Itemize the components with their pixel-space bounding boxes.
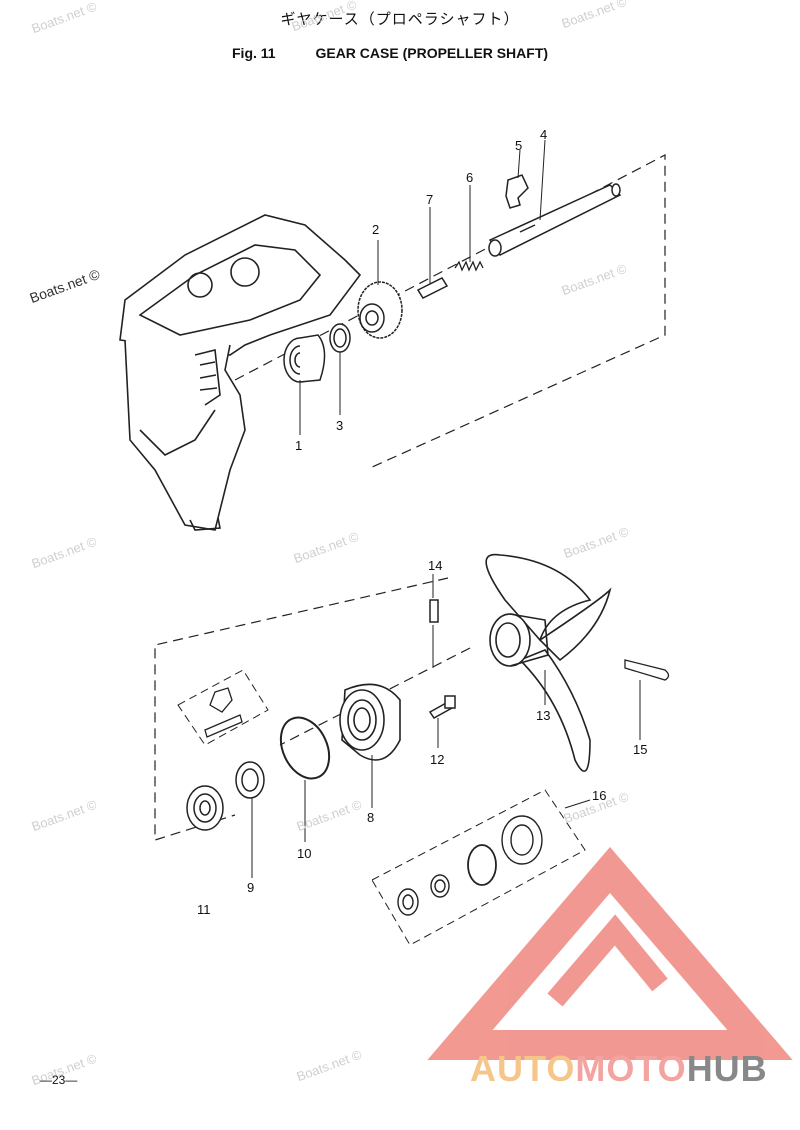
callout-5: 5 (515, 138, 523, 153)
figure-label: Fig. 11 (232, 45, 276, 61)
callout-11: 11 (197, 902, 211, 917)
part-16-frame (371, 789, 586, 946)
callout-2: 2 (372, 222, 380, 237)
part-8-bearing-housing (339, 683, 401, 761)
callout-3: 3 (336, 418, 344, 433)
leader-lines (251, 139, 641, 878)
part-11-clip-kit (204, 687, 243, 738)
gear-case-housing (119, 214, 362, 531)
part-14-pin (429, 599, 439, 623)
callout-9: 9 (247, 880, 255, 895)
callout-4: 4 (540, 127, 548, 142)
callout-8: 8 (367, 810, 375, 825)
part-2-gear (357, 281, 403, 339)
callout-7: 7 (426, 192, 434, 207)
logo-wordmark: AUTOMOTOHUB (470, 1048, 768, 1089)
part-7-pin (416, 277, 449, 299)
part-16-kit (397, 815, 543, 916)
part-5-clutch (505, 174, 529, 209)
callout-6: 6 (466, 170, 474, 185)
callout-16: 16 (592, 788, 607, 803)
callout-15: 15 (633, 742, 648, 757)
assembly-frame-upper (234, 154, 666, 469)
part-1-bearing (283, 334, 326, 383)
callout-13: 13 (536, 708, 551, 723)
callout-1: 1 (295, 438, 303, 453)
assembly-frame-lower (154, 577, 471, 841)
part-6-spring (454, 260, 484, 272)
part-9-oil-seal (235, 761, 265, 799)
diagram-title-japanese: ギヤケース（プロペラシャフト） (280, 10, 520, 28)
part-15-cotter-pin (624, 659, 670, 681)
part-10-o-ring (279, 716, 331, 780)
part-4-propeller-shaft (488, 183, 622, 257)
callout-12: 12 (430, 752, 445, 767)
part-13-propeller (485, 553, 612, 772)
page-number: —23— (40, 1073, 78, 1087)
diagram-title: Fig. 11 GEAR CASE (PROPELLER SHAFT) (232, 45, 548, 61)
callout-14: 14 (428, 558, 443, 573)
logo-mark (427, 846, 793, 1060)
figure-title: GEAR CASE (PROPELLER SHAFT) (315, 45, 549, 61)
part-11-bearing (186, 785, 224, 831)
part-11-frame (177, 669, 269, 746)
callout-10: 10 (297, 846, 312, 861)
part-12-bolt (428, 695, 456, 719)
part-3-shim (329, 323, 351, 353)
